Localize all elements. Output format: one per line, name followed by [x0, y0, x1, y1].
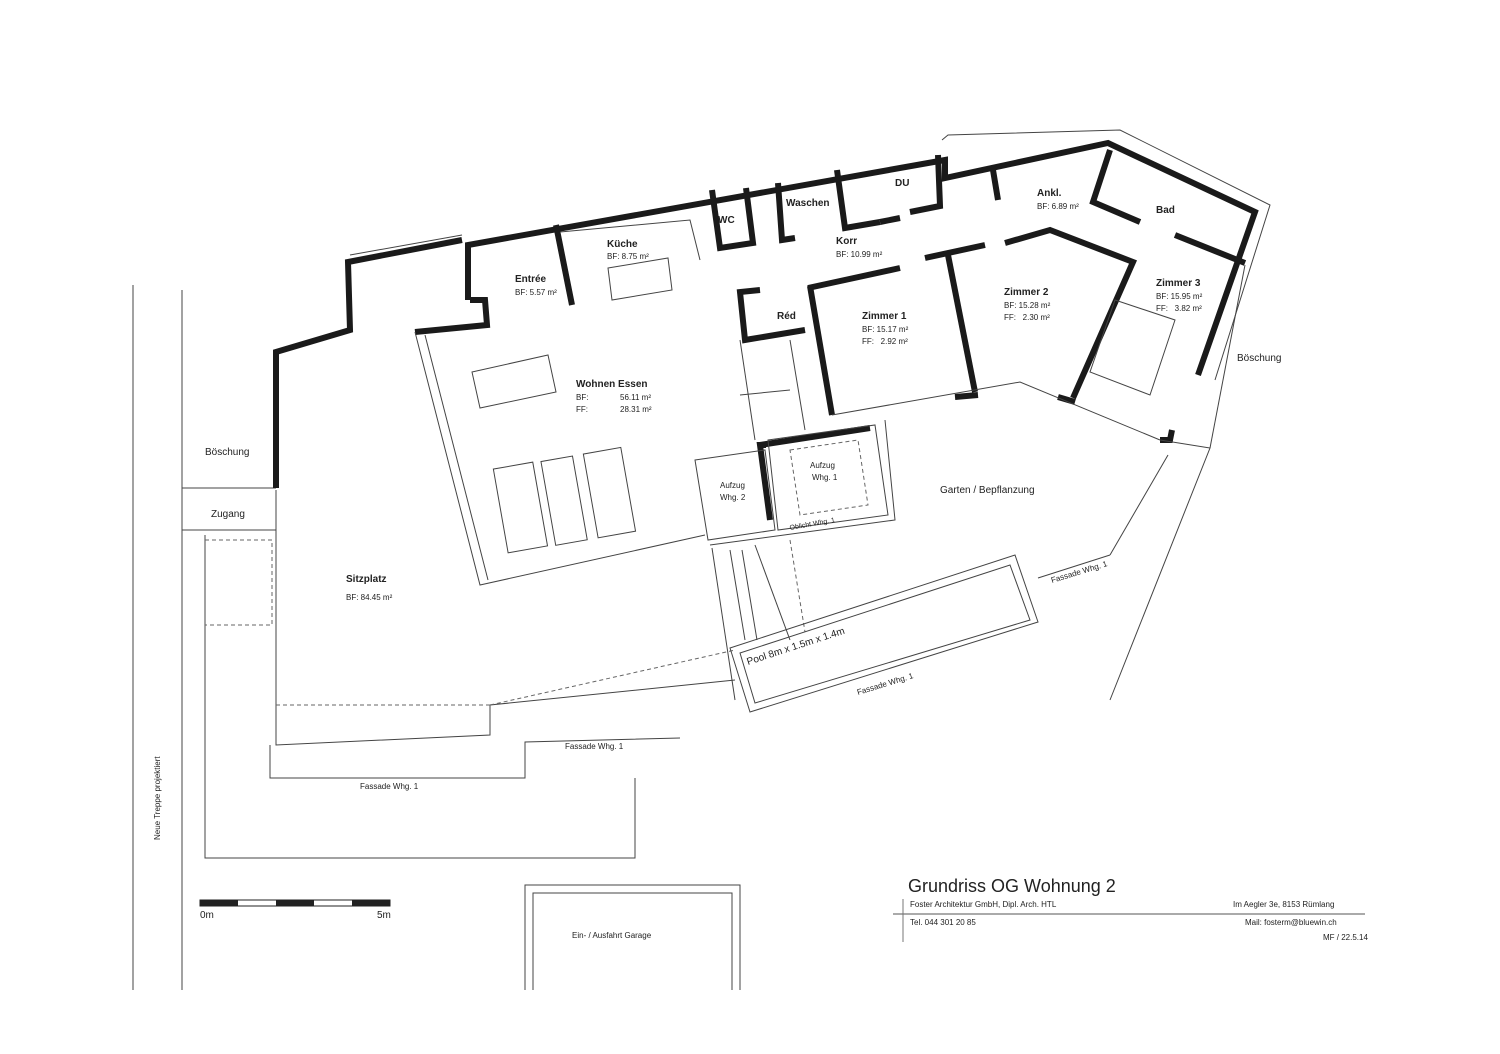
area-zimmer1-ff: FF: 2.92 m²	[862, 337, 908, 346]
interior-lines	[349, 129, 1271, 713]
label-ankl: Ankl.	[1037, 188, 1062, 199]
label-fassade-2: Fassade Whg. 1	[856, 671, 915, 697]
area-zimmer2-ff: FF: 2.30 m²	[1004, 313, 1050, 322]
address: Im Aegler 3e, 8153 Rümlang	[1233, 900, 1335, 909]
label-garage: Ein- / Ausfahrt Garage	[572, 931, 652, 940]
label-du: DU	[895, 178, 909, 189]
room-labels: Küche BF: 8.75 m² Entrée BF: 5.57 m² WC …	[346, 178, 1203, 602]
label-bad: Bad	[1156, 205, 1175, 216]
scale-start: 0m	[200, 910, 214, 921]
wohnen-ff-value: 28.31 m²	[620, 405, 652, 414]
label-fassade-3: Fassade Whg. 1	[565, 742, 624, 751]
label-oblicht: Oblicht Whg. 1	[789, 517, 836, 532]
area-sitzplatz: BF: 84.45 m²	[346, 593, 393, 602]
label-wc: WC	[718, 215, 735, 226]
label-korr: Korr	[836, 236, 857, 247]
plan-title: Grundriss OG Wohnung 2	[908, 876, 1116, 896]
label-aufzug1: Aufzug	[810, 461, 835, 470]
label-boeschung-left: Böschung	[205, 447, 249, 458]
label-garten: Garten / Bepflanzung	[940, 485, 1035, 496]
pool-outline	[729, 554, 1039, 713]
area-kueche: BF: 8.75 m²	[607, 252, 649, 261]
label-wohnen: Wohnen Essen	[576, 379, 648, 390]
terrace-outline	[204, 490, 736, 859]
area-zimmer3-ff: FF: 3.82 m²	[1156, 304, 1202, 313]
wohnen-bf-value: 56.11 m²	[620, 393, 651, 402]
label-fassade-1: Fassade Whg. 1	[1050, 559, 1109, 585]
label-sitzplatz: Sitzplatz	[346, 574, 387, 585]
garage-outline	[524, 884, 741, 990]
label-waschen: Waschen	[786, 198, 830, 209]
label-pool: Pool 8m x 1.5m x 1.4m	[746, 626, 847, 668]
scale-end: 5m	[377, 910, 391, 921]
area-zimmer3-bf: BF: 15.95 m²	[1156, 292, 1203, 301]
label-zimmer2: Zimmer 2	[1004, 287, 1049, 298]
label-aufzug1-whg: Whg. 1	[812, 473, 838, 482]
wohnen-ff-label: FF:	[576, 405, 588, 414]
label-boeschung-right: Böschung	[1237, 353, 1281, 364]
phone: Tel. 044 301 20 85	[910, 918, 976, 927]
label-entree: Entrée	[515, 274, 547, 285]
label-zimmer1: Zimmer 1	[862, 311, 907, 322]
label-zimmer3: Zimmer 3	[1156, 278, 1201, 289]
revision: MF / 22.5.14	[1323, 933, 1368, 942]
label-kueche: Küche	[607, 239, 638, 250]
label-aufzug2-whg: Whg. 2	[720, 493, 746, 502]
area-ankl: BF: 6.89 m²	[1037, 202, 1079, 211]
label-zugang: Zugang	[211, 509, 245, 520]
label-treppe: Neue Treppe projektiert	[153, 756, 162, 840]
annotations: Böschung Böschung Zugang Aufzug Whg. 2 A…	[153, 353, 1281, 940]
label-red: Réd	[777, 311, 796, 322]
area-korr: BF: 10.99 m²	[836, 250, 883, 259]
area-zimmer1-bf: BF: 15.17 m²	[862, 325, 909, 334]
label-fassade-4: Fassade Whg. 1	[360, 782, 419, 791]
mail: Mail: fosterm@bluewin.ch	[1245, 918, 1337, 927]
company: Foster Architektur GmbH, Dipl. Arch. HTL	[910, 900, 1057, 909]
wohnen-bf-label: BF:	[576, 393, 588, 402]
area-zimmer2-bf: BF: 15.28 m²	[1004, 301, 1051, 310]
area-entree: BF: 5.57 m²	[515, 288, 557, 297]
scale-bar	[199, 899, 391, 907]
walls	[273, 139, 1259, 521]
label-aufzug2: Aufzug	[720, 481, 745, 490]
